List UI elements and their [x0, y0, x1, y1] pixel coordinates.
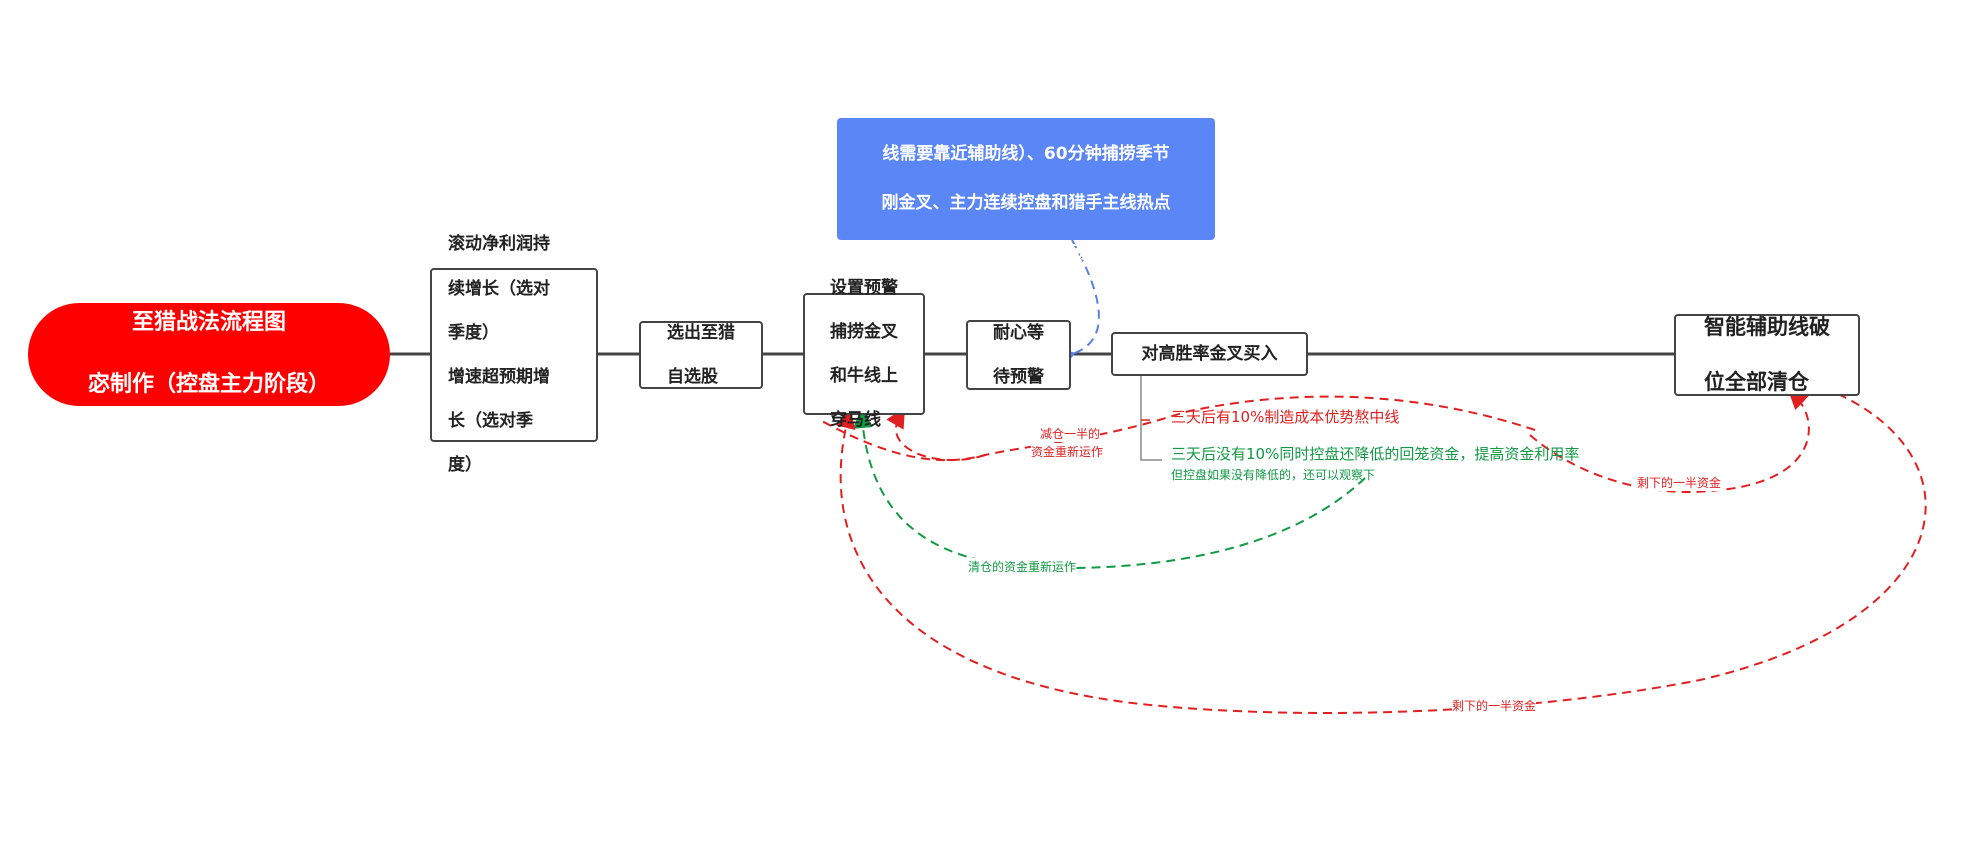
- branch-green-text: 三天后没有10%同时控盘还降低的回笼资金，提高资金利用率: [1171, 445, 1580, 463]
- title-line-2: 宓制作（控盘主力阶段）: [87, 371, 330, 397]
- wait-alert-line-2: 待预警: [993, 367, 1044, 388]
- reduce-label-line-1: 减仓一半的: [1040, 425, 1101, 442]
- select-stock-line-1: 选出至猎: [667, 322, 735, 343]
- monitor-note-line-4: （军工、光伏和汽车）甄别金叉真假: [890, 242, 1162, 263]
- alert-setup-line-2: 捕捞金叉: [830, 321, 898, 342]
- criteria-line-5: 长（选对季: [448, 411, 533, 432]
- reduce-half-loop-tail: [886, 407, 986, 462]
- alert-setup-node: 设置预警 捕捞金叉 和牛线上 穿马线: [803, 278, 925, 430]
- select-stock-line-2: 自选股: [667, 367, 718, 388]
- reduce-half-loop: [819, 395, 1536, 462]
- branch-green-subtext: 但控盘如果没有降低的，还可以观察下: [1171, 468, 1376, 482]
- wait-alert-node: 耐心等 待预警: [966, 320, 1071, 390]
- remain-half-label-1: 剩下的一半资金: [1637, 474, 1722, 491]
- monitor-note-line-2: 线需要靠近辅助线）、60分钟捕捞季节: [882, 144, 1170, 165]
- alert-setup-line-1: 设置预警: [830, 277, 898, 298]
- criteria-line-1: 滚动净利润持: [448, 234, 550, 255]
- liquidate-line-1: 智能辅助线破: [1704, 315, 1830, 340]
- branch-bracket: [1140, 375, 1162, 461]
- clear-label: 清仓的资金重新运作: [968, 558, 1077, 575]
- criteria-line-3: 季度）: [448, 322, 499, 343]
- monitor-note-line-1: 智能盯盘设置日线捕捞金叉（个股日k: [884, 94, 1168, 115]
- liquidate-node: 智能辅助线破 位全部清仓: [1674, 314, 1860, 396]
- select-stock-node: 选出至猎 自选股: [639, 321, 763, 389]
- alert-setup-line-4: 穿马线: [830, 410, 881, 431]
- clear-loop: [852, 408, 1366, 570]
- criteria-line-4: 增速超预期增: [448, 367, 550, 388]
- remain-half-large-loop: [835, 393, 1927, 714]
- criteria-node: 滚动净利润持 续增长（选对 季度） 增速超预期增 长（选对季 度）: [430, 234, 598, 475]
- liquidate-line-2: 位全部清仓: [1704, 369, 1809, 394]
- criteria-line-2: 续增长（选对: [448, 278, 550, 299]
- title-line-1: 至猎战法流程图: [131, 310, 286, 336]
- buy-line-1: 对高胜率金叉买入: [1141, 343, 1278, 364]
- reduce-label-line-2: 资金重新运作: [1031, 443, 1104, 460]
- monitor-note: 智能盯盘设置日线捕捞金叉（个股日k 线需要靠近辅助线）、60分钟捕捞季节 刚金叉…: [837, 95, 1215, 263]
- remain-half-label-2: 剩下的一半资金: [1452, 697, 1537, 714]
- title-node: 至猎战法流程图 宓制作（控盘主力阶段）: [28, 303, 390, 406]
- monitor-note-line-3: 刚金叉、主力连续控盘和猎手主线热点: [881, 193, 1171, 214]
- alert-setup-line-3: 和牛线上: [830, 366, 898, 387]
- criteria-line-6: 度）: [448, 455, 482, 476]
- note-connector: [1053, 239, 1100, 370]
- buy-node: 对高胜率金叉买入: [1111, 332, 1308, 376]
- wait-alert-line-1: 耐心等: [993, 322, 1044, 343]
- branch-red-text: 三天后有10%制造成本优势熬中线: [1171, 408, 1400, 426]
